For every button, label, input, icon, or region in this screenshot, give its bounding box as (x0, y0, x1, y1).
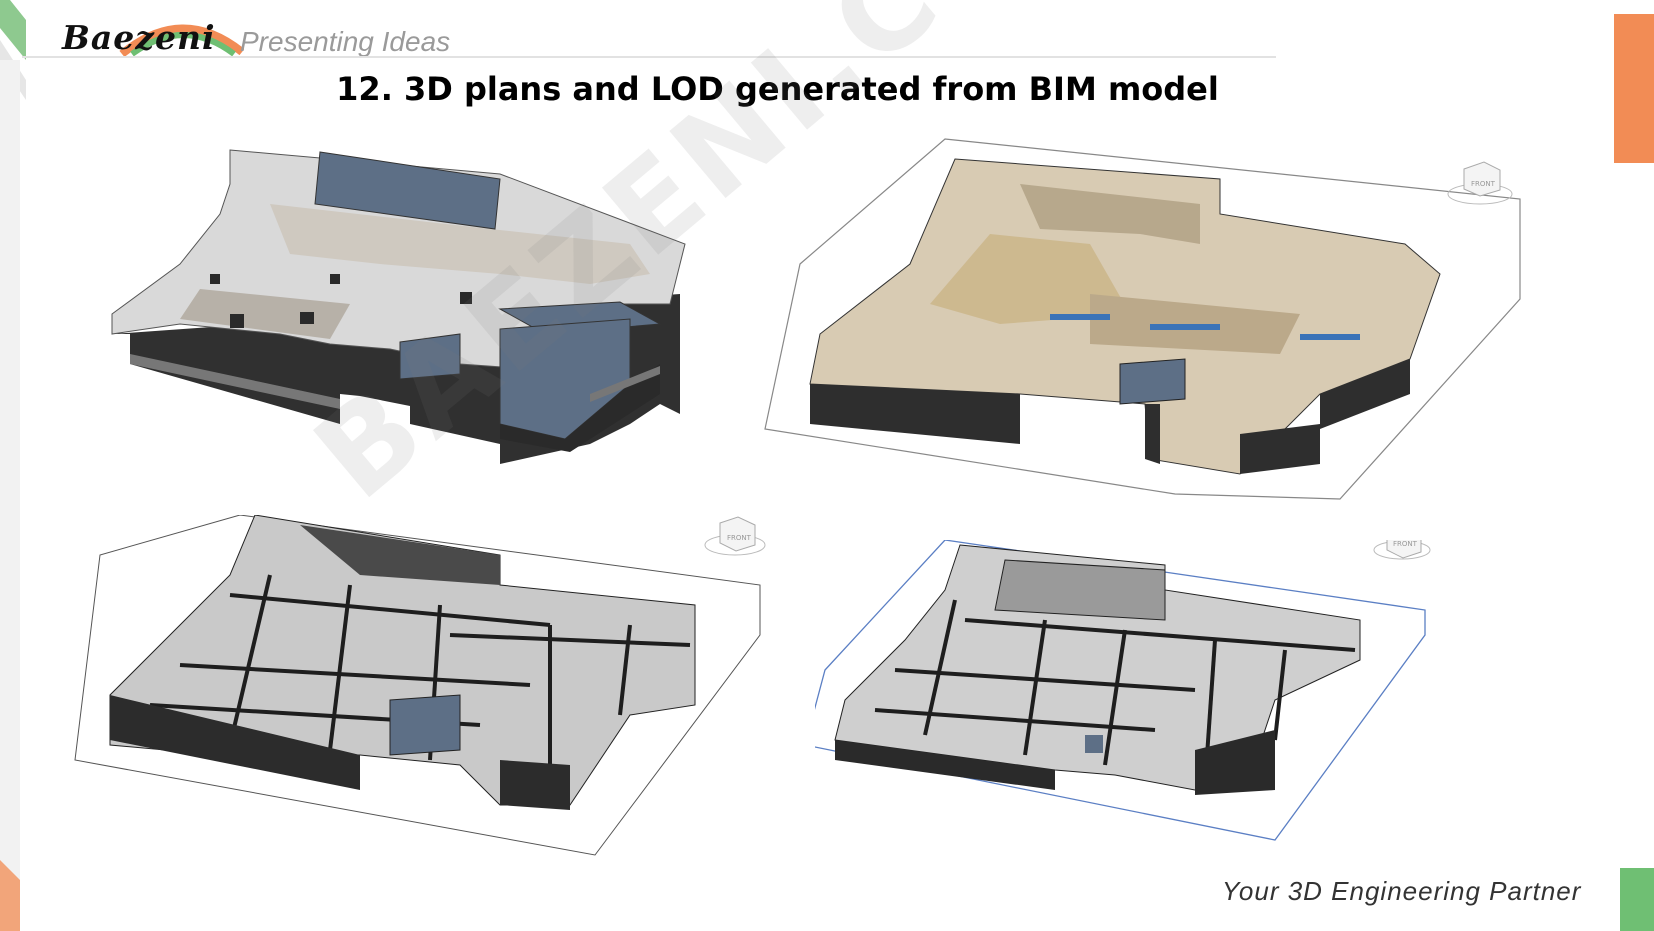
logo-wordmark: Baezeni (62, 18, 216, 57)
accent-bar-green (1620, 868, 1654, 931)
view-cube-icon[interactable]: FRONT (704, 516, 766, 556)
panel-furnished-interior-view: FRONT (760, 134, 1614, 524)
view-cube-icon[interactable]: FRONT (1373, 540, 1431, 560)
walls-grayscale-render: FRONT (74, 515, 766, 856)
section-box-render: FRONT (815, 540, 1431, 841)
header-divider (22, 56, 1276, 58)
building-exterior-render (111, 149, 686, 464)
panel-grayscale-walls-view: FRONT (30, 515, 810, 915)
interior-furnished-render: FRONT (764, 138, 1521, 500)
company-logo: Baezeni (62, 14, 244, 58)
svg-text:FRONT: FRONT (1471, 180, 1496, 188)
svg-text:FRONT: FRONT (1393, 540, 1418, 548)
svg-text:FRONT: FRONT (727, 534, 752, 542)
panel-exterior-roof-view (30, 134, 765, 509)
view-cube-icon[interactable]: FRONT (1447, 161, 1513, 205)
accent-bar-orange (1614, 14, 1654, 163)
footer-tagline: Your 3D Engineering Partner (1222, 876, 1582, 906)
left-decoration (0, 0, 26, 931)
header-tagline: Presenting Ideas (240, 26, 451, 57)
panel-section-box-view: FRONT (815, 540, 1520, 910)
page-title: 12. 3D plans and LOD generated from BIM … (336, 70, 1219, 108)
